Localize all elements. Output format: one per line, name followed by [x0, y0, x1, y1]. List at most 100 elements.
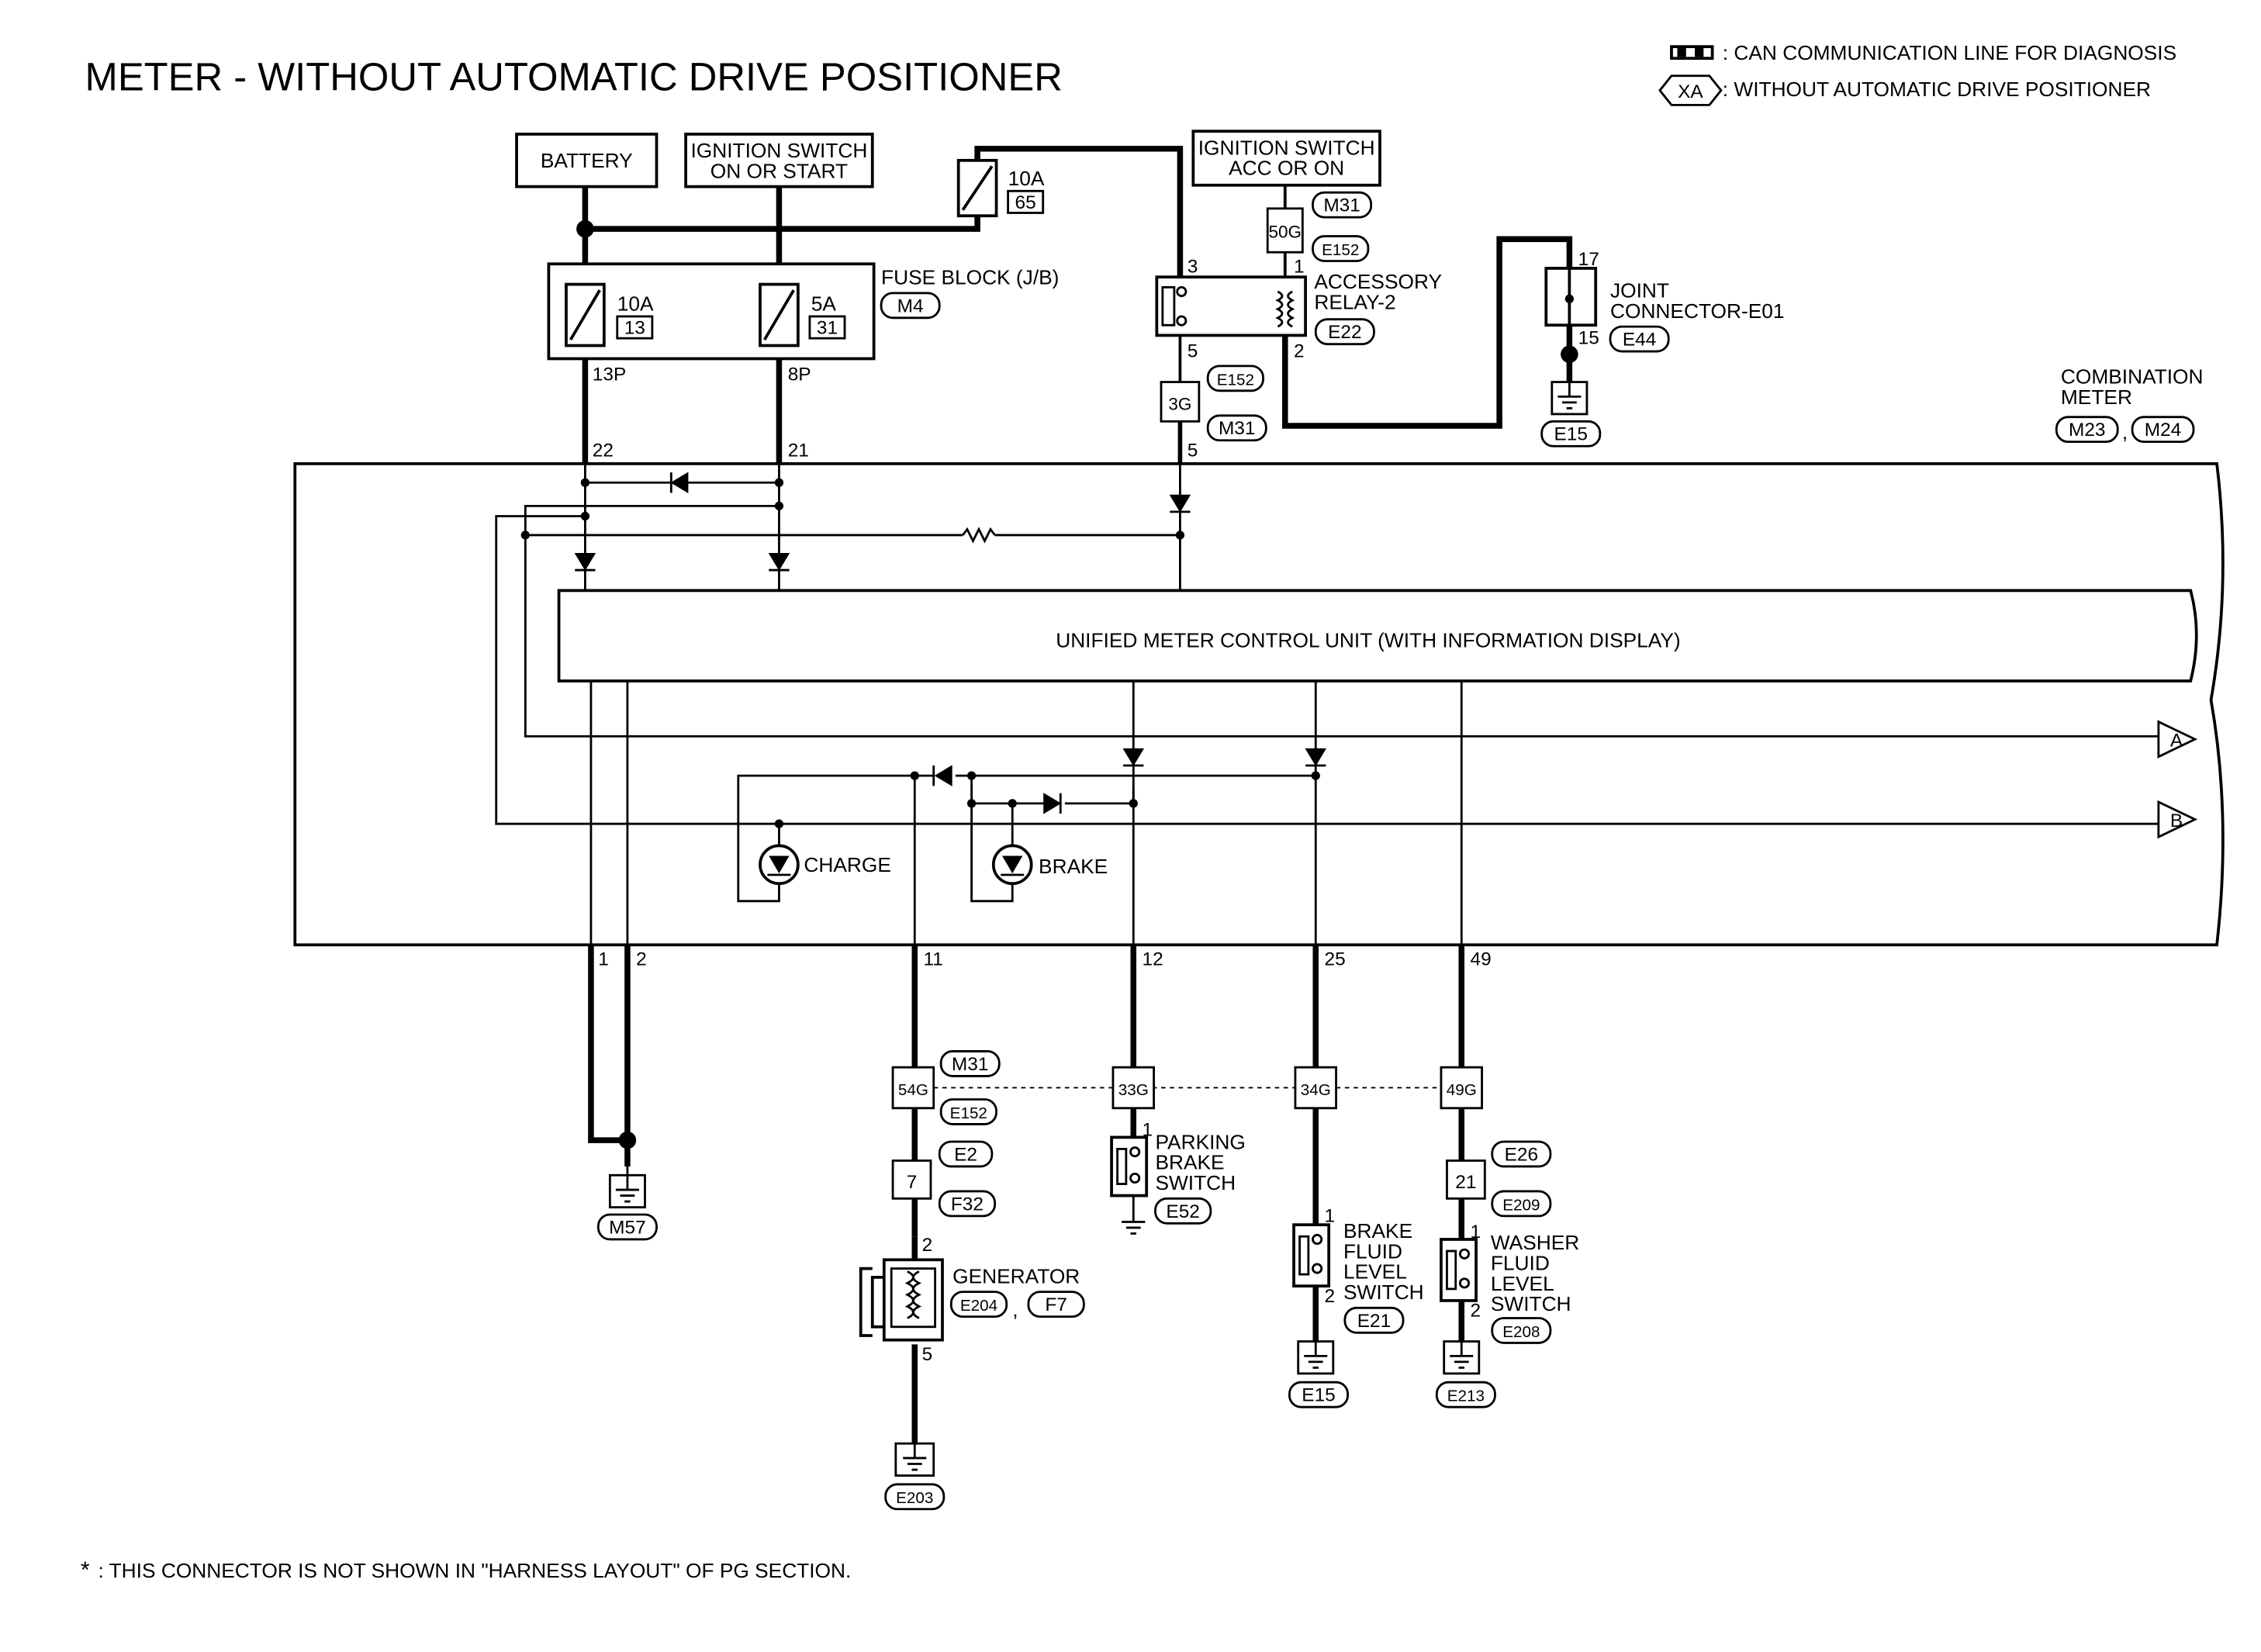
- ground-m57: M57: [596, 1166, 658, 1241]
- meter-pin-11: 11: [924, 949, 943, 970]
- wf-label-line2: FLUID: [1491, 1251, 1550, 1274]
- gen-f7: F7: [1045, 1294, 1067, 1315]
- brake-lamp-icon: [991, 844, 1033, 886]
- footnote-star-icon: *: [81, 1557, 90, 1583]
- combination-meter: COMBINATION METER M23 , M24: [293, 365, 2225, 970]
- wf-label-line3: LEVEL: [1491, 1272, 1554, 1295]
- generator-label: GENERATOR: [952, 1264, 1080, 1287]
- fuse-65-rating: 10A: [1008, 167, 1045, 190]
- joint-connector-id: E44: [1623, 330, 1656, 351]
- bf-ground-id: E15: [1302, 1385, 1335, 1406]
- battery-source: BATTERY: [515, 133, 659, 188]
- gen-connector-7: 7: [907, 1172, 918, 1193]
- relay-c50g: 50G: [1268, 222, 1302, 241]
- relay-e152-mid: E152: [1217, 371, 1254, 389]
- gen-pin-2: 2: [922, 1235, 933, 1256]
- diagram-title: METER - WITHOUT AUTOMATIC DRIVE POSITION…: [85, 55, 1063, 99]
- bf-label-line4: SWITCH: [1343, 1280, 1424, 1304]
- gen-e2: E2: [954, 1144, 977, 1165]
- relay-e152-top: E152: [1322, 241, 1359, 259]
- power-wires: [582, 145, 1184, 278]
- harness-54g: 54G: [898, 1081, 928, 1099]
- generator-branch: 7 E2 F32 2 5 GENERATOR E204 , F7 E203: [859, 1140, 1085, 1511]
- battery-splice-dot: [576, 219, 594, 238]
- fuse-31-rating: 5A: [811, 292, 837, 315]
- wf-connector-21: 21: [1455, 1172, 1476, 1193]
- meter-name-line2: METER: [2061, 385, 2132, 409]
- harness-e152: E152: [950, 1104, 987, 1122]
- pb-label-line1: PARKING: [1155, 1130, 1245, 1153]
- fuse-output-wires: [582, 358, 783, 464]
- gen-pin-5: 5: [922, 1344, 933, 1365]
- relay-connector: E22: [1328, 322, 1361, 343]
- meter-pin-2: 2: [636, 949, 647, 970]
- fuse-13-number: 13: [624, 318, 645, 339]
- fuse-31-number: 31: [817, 318, 838, 339]
- wf-connector: E208: [1502, 1323, 1540, 1341]
- fuse-13-rating: 10A: [617, 292, 654, 315]
- wf-e209: E209: [1502, 1196, 1540, 1214]
- relay-pin-3: 3: [1188, 257, 1198, 278]
- gen-f32: F32: [951, 1194, 984, 1215]
- charge-lamp-label: CHARGE: [804, 853, 891, 876]
- relay-c3g: 3G: [1168, 394, 1191, 413]
- meter-pin-5: 5: [1188, 440, 1198, 461]
- meter-connector-sep: ,: [2122, 420, 2128, 444]
- footnote-text: : THIS CONNECTOR IS NOT SHOWN IN "HARNES…: [98, 1559, 851, 1582]
- joint-connector: 17 15 JOINT CONNECTOR-E01 E44 E15: [1540, 249, 1785, 448]
- relay-name-line2: RELAY-2: [1314, 291, 1395, 314]
- meter-pin-1: 1: [598, 949, 609, 970]
- charge-lamp-icon: [759, 844, 800, 886]
- meter-pin-22: 22: [593, 440, 614, 461]
- gen-sep: ,: [1012, 1298, 1018, 1322]
- harness-34g: 34G: [1301, 1081, 1331, 1099]
- pin-13p: 13P: [593, 365, 626, 385]
- pin-8p: 8P: [788, 365, 811, 385]
- brake-lamp-label: BRAKE: [1039, 855, 1108, 878]
- bf-connector: E21: [1357, 1311, 1391, 1332]
- relay-m31-top: M31: [1323, 195, 1360, 216]
- accessory-relay: 50G M31 E152 3 1 5 2 ACCESSORY RELAY-2 E…: [1155, 185, 1573, 464]
- bf-pin-2: 2: [1325, 1286, 1336, 1307]
- wf-label-line1: WASHER: [1491, 1231, 1579, 1254]
- ign-on-start-line1: IGNITION SWITCH: [690, 139, 867, 162]
- arrow-a-icon: [2157, 720, 2198, 759]
- meter-connector-b: M24: [2145, 420, 2182, 441]
- relay-m31-mid: M31: [1219, 418, 1256, 439]
- bf-label-line1: BRAKE: [1343, 1219, 1412, 1242]
- bf-label-line2: FLUID: [1343, 1239, 1402, 1263]
- meter-name-line1: COMBINATION: [2061, 365, 2204, 388]
- unified-meter-control-unit: [557, 589, 2198, 683]
- meter-pin-21: 21: [788, 440, 809, 461]
- battery-label: BATTERY: [541, 149, 633, 172]
- bf-label-line3: LEVEL: [1343, 1260, 1407, 1284]
- bf-pin-1: 1: [1325, 1205, 1336, 1226]
- joint-ground-id: E15: [1554, 424, 1588, 445]
- wf-e26: E26: [1505, 1144, 1538, 1165]
- fuse-65: 10A 65: [956, 158, 1045, 218]
- joint-pin-15: 15: [1578, 328, 1599, 349]
- relay-pin-1: 1: [1294, 257, 1305, 278]
- pb-label-line2: BRAKE: [1155, 1151, 1224, 1174]
- relay-name-line1: ACCESSORY: [1314, 270, 1442, 293]
- meter-pin-25: 25: [1325, 949, 1346, 970]
- ignition-acc-on-source: IGNITION SWITCH ACC OR ON: [1191, 130, 1381, 187]
- gen-e204: E204: [960, 1297, 997, 1315]
- ground-m57-id: M57: [609, 1217, 646, 1238]
- relay-pin-5: 5: [1188, 341, 1198, 362]
- meter-pin-12: 12: [1143, 949, 1163, 970]
- harness-connector-row: M31 E152 54G 33G 34G 49G: [891, 1050, 1483, 1125]
- parking-brake-switch: 1 PARKING BRAKE SWITCH E52: [1110, 1119, 1246, 1235]
- arrow-b-icon: [2157, 800, 2198, 839]
- ign-acc-on-line1: IGNITION SWITCH: [1198, 136, 1375, 159]
- fuse-65-number: 65: [1015, 192, 1036, 213]
- wf-pin-2: 2: [1471, 1301, 1481, 1322]
- arrow-a-label: A: [2170, 731, 2183, 752]
- wf-pin-1: 1: [1471, 1222, 1481, 1242]
- harness-33g: 33G: [1118, 1081, 1149, 1099]
- pb-connector: E52: [1166, 1201, 1199, 1222]
- control-unit-label: UNIFIED METER CONTROL UNIT (WITH INFORMA…: [1056, 629, 1680, 652]
- legend: : CAN COMMUNICATION LINE FOR DIAGNOSIS X…: [1658, 41, 2176, 106]
- wf-label-line4: SWITCH: [1491, 1292, 1571, 1315]
